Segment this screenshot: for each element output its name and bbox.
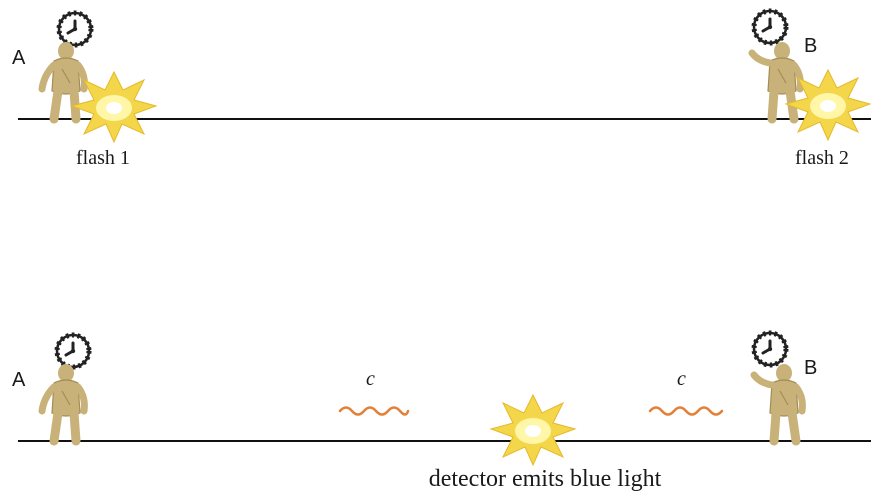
observer-a-label: A bbox=[12, 47, 26, 69]
observer-a-label: A bbox=[12, 369, 26, 391]
person-icon bbox=[752, 42, 800, 119]
person-icon bbox=[754, 364, 802, 441]
detector-caption: detector emits blue light bbox=[429, 466, 662, 492]
observer-b-label: B bbox=[804, 35, 817, 57]
wavy-line-icon bbox=[338, 406, 410, 416]
clock-icon bbox=[754, 333, 786, 365]
person-icon bbox=[42, 364, 84, 441]
clock-icon bbox=[59, 13, 91, 45]
left-wave-label: c bbox=[366, 368, 375, 390]
clock-icon bbox=[57, 335, 89, 367]
bottom-panel: A c c B detector emits blue light bbox=[12, 333, 871, 492]
right-wave-label: c bbox=[677, 368, 686, 390]
starburst-icon bbox=[490, 394, 576, 466]
flash1-label: flash 1 bbox=[76, 147, 130, 169]
observer-b-label: B bbox=[804, 357, 817, 379]
clock-icon bbox=[754, 11, 786, 43]
top-panel: A flash 1 B flash 2 bbox=[12, 11, 871, 169]
wavy-line-icon bbox=[648, 406, 724, 416]
flash2-label: flash 2 bbox=[795, 147, 849, 169]
